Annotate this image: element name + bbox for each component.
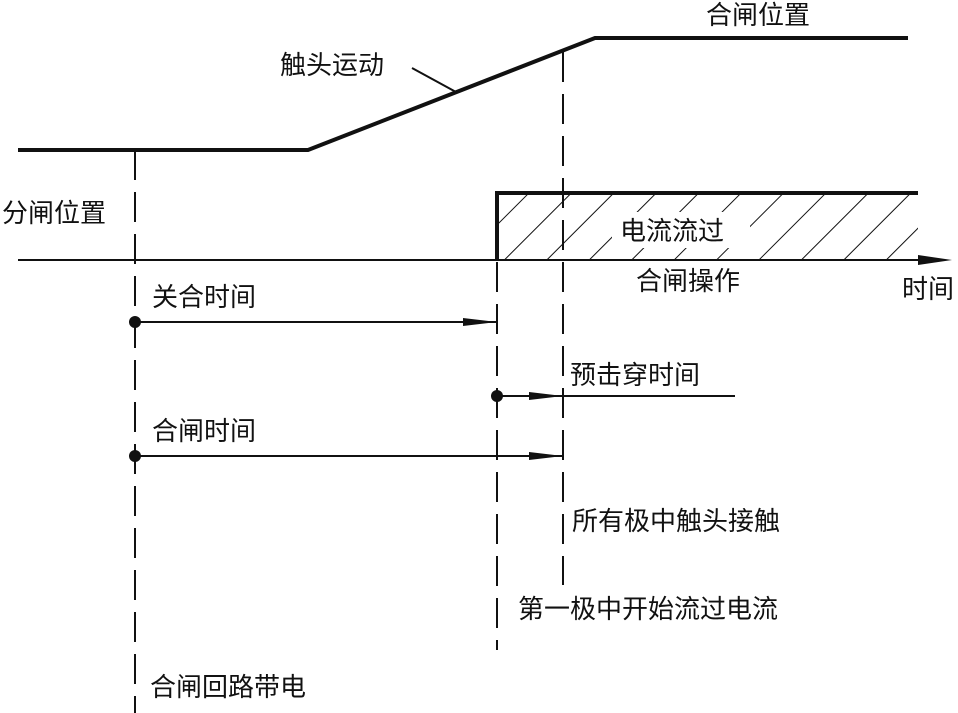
current-flow-label: 电流流过 (620, 217, 724, 247)
closing-time-label: 合闸时间 (152, 417, 256, 447)
prearcing-time-label: 预击穿时间 (570, 361, 700, 391)
closing-circuit-energized-label: 合闸回路带电 (150, 673, 306, 703)
contact-motion-label: 触头运动 (280, 51, 384, 81)
all-poles-contact-label: 所有极中触头接触 (572, 507, 780, 537)
time-axis-arrowhead (918, 255, 952, 265)
current-flow-label-bg (612, 212, 750, 248)
current-flow-outline (495, 191, 918, 260)
contact-motion-leader (411, 67, 457, 93)
closing-operation-label: 合闸操作 (636, 267, 740, 297)
contact-motion-trace (18, 36, 908, 152)
open-position-label: 分闸位置 (2, 199, 106, 229)
time-axis-label: 时间 (902, 275, 954, 305)
make-time-label: 关合时间 (152, 283, 256, 313)
first-pole-current-label: 第一极中开始流过电流 (518, 595, 778, 625)
closed-position-label: 合闸位置 (706, 1, 810, 31)
